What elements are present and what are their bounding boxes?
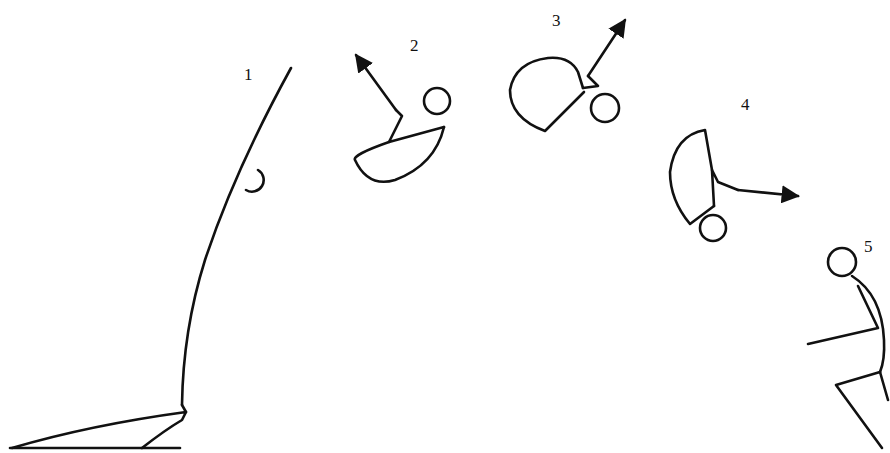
figure-takeoff — [10, 68, 291, 448]
callout-number: 5 — [864, 238, 873, 255]
callout-number: 3 — [552, 12, 561, 29]
figure-tuck-falling — [670, 130, 798, 241]
callout-number: 1 — [244, 66, 253, 83]
figure-tuck-top — [510, 20, 625, 131]
figure-tuck-rising — [355, 55, 450, 182]
callout-number: 2 — [410, 37, 419, 54]
callout-number: 4 — [741, 96, 750, 113]
figure-landing — [808, 248, 888, 448]
